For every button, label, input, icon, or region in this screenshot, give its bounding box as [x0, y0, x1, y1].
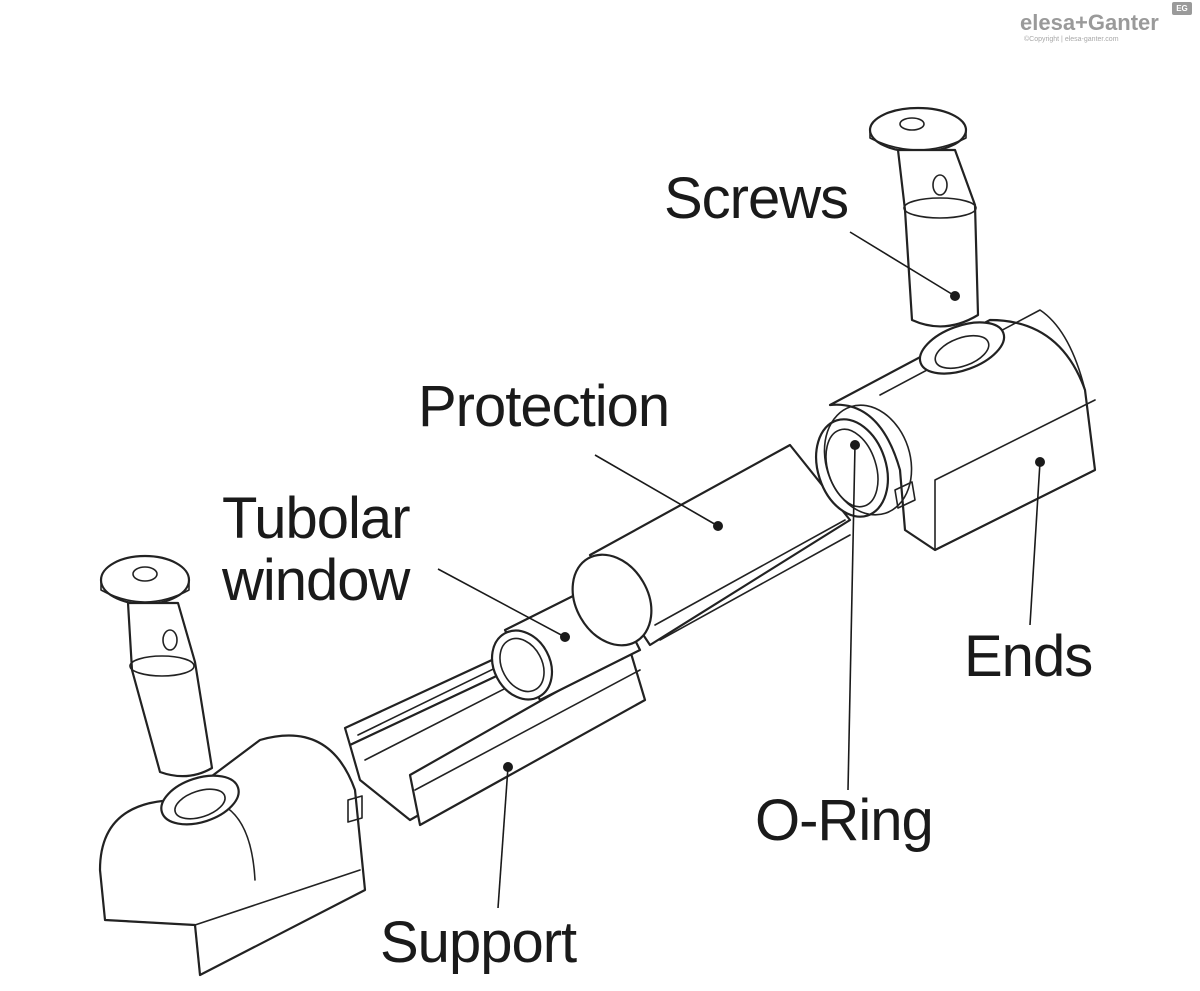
leader-ends — [1029, 461, 1041, 626]
left-screw — [99, 554, 214, 778]
leader-support — [497, 766, 509, 909]
label-protection: Protection — [418, 374, 670, 439]
leader-protection — [594, 454, 719, 527]
leader-lines — [437, 231, 1045, 909]
leader-o-ring-dot — [850, 440, 860, 450]
leader-o-ring — [847, 444, 856, 791]
right-end-block — [823, 309, 1097, 552]
brand-name: elesa+Ganter — [1020, 10, 1159, 35]
leader-screws-dot — [950, 291, 960, 301]
leader-tubolar-window — [437, 568, 566, 638]
leader-ends-dot — [1035, 457, 1045, 467]
label-ends: Ends — [964, 624, 1093, 689]
brand-badge: EG — [1172, 2, 1192, 15]
leader-support-dot — [503, 762, 513, 772]
leader-tubolar-window-dot — [560, 632, 570, 642]
brand-logo: elesa+Ganter EG ©Copyright | elesa-gante… — [1020, 2, 1192, 46]
label-o-ring: O-Ring — [755, 788, 934, 853]
leader-screws — [849, 231, 956, 297]
left-end-block — [98, 734, 367, 977]
leader-protection-dot — [713, 521, 723, 531]
protection-sleeve — [571, 443, 852, 647]
label-support: Support — [380, 910, 577, 975]
copyright-text: ©Copyright | elesa-ganter.com — [1024, 36, 1119, 43]
right-screw — [868, 106, 980, 328]
label-screws: Screws — [664, 166, 849, 231]
label-tubolar-window: Tubolar window — [222, 486, 411, 613]
